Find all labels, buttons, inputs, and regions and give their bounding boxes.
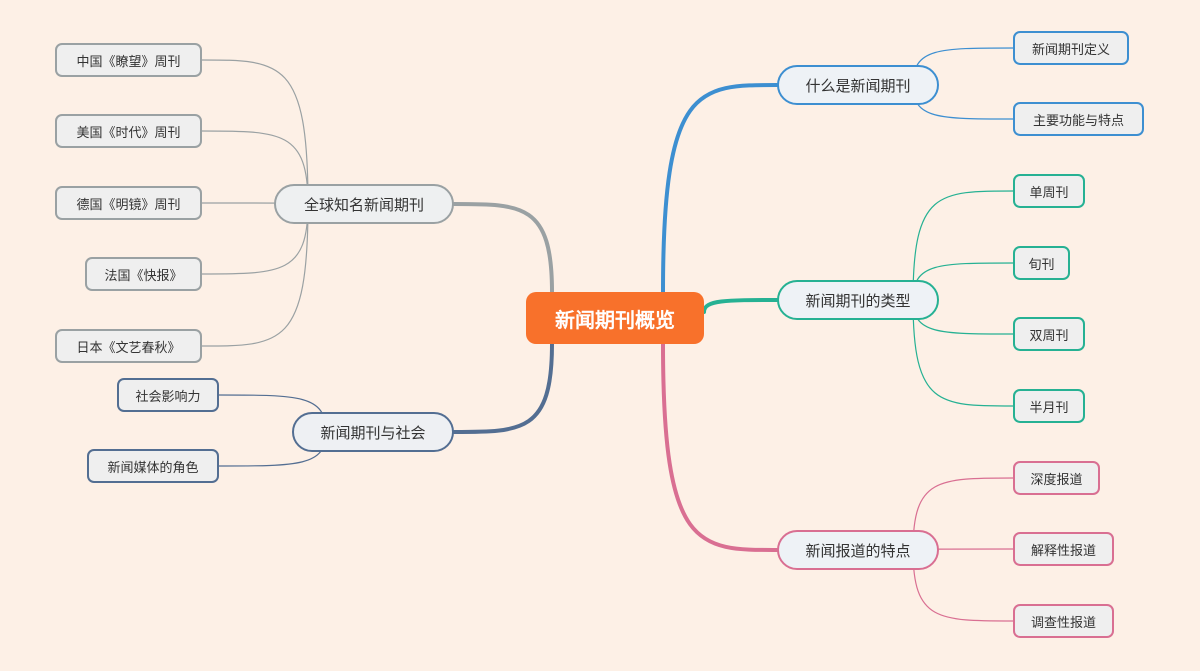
branch-report-features[interactable]: 新闻报道的特点: [777, 530, 939, 570]
leaf-media-role[interactable]: 新闻媒体的角色: [87, 449, 219, 483]
leaf-investigative[interactable]: 调查性报道: [1013, 604, 1114, 638]
connector-global-leaf-3: [201, 203, 309, 275]
leaf-explanatory[interactable]: 解释性报道: [1013, 532, 1114, 566]
leaf-weekly[interactable]: 单周刊: [1013, 174, 1085, 208]
leaf-germany-spiegel[interactable]: 德国《明镜》周刊: [55, 186, 202, 220]
connector-root-global: [452, 202, 554, 294]
leaf-usa-time[interactable]: 美国《时代》周刊: [55, 114, 202, 148]
branch-what-is-news-periodical[interactable]: 什么是新闻期刊: [777, 65, 939, 105]
branch-global-periodicals[interactable]: 全球知名新闻期刊: [274, 184, 454, 224]
branch-periodicals-society[interactable]: 新闻期刊与社会: [292, 412, 454, 452]
connector-features-leaf-2: [912, 549, 1014, 622]
connector-root-society: [452, 342, 554, 434]
leaf-japan-bungeishunju[interactable]: 日本《文艺春秋》: [55, 329, 202, 363]
leaf-definition[interactable]: 新闻期刊定义: [1013, 31, 1129, 65]
connector-root-types: [702, 298, 779, 314]
root-node[interactable]: 新闻期刊概览: [526, 292, 704, 344]
leaf-france-express[interactable]: 法国《快报》: [85, 257, 202, 291]
leaf-semimonthly[interactable]: 半月刊: [1013, 389, 1085, 423]
leaf-ten-day[interactable]: 旬刊: [1013, 246, 1070, 280]
leaf-functions[interactable]: 主要功能与特点: [1013, 102, 1144, 136]
connector-features-leaf-0: [912, 477, 1014, 551]
connector-root-what: [661, 83, 779, 294]
branch-types[interactable]: 新闻期刊的类型: [777, 280, 939, 320]
connector-root-features: [661, 342, 779, 552]
leaf-in-depth[interactable]: 深度报道: [1013, 461, 1100, 495]
leaf-social-influence[interactable]: 社会影响力: [117, 378, 219, 412]
leaf-biweekly[interactable]: 双周刊: [1013, 317, 1085, 351]
connector-global-leaf-1: [201, 130, 309, 205]
connector-global-leaf-0: [201, 59, 309, 205]
leaf-china-liaowang[interactable]: 中国《瞭望》周刊: [55, 43, 202, 77]
connector-types-leaf-0: [912, 190, 1014, 301]
connector-global-leaf-4: [201, 203, 309, 347]
connector-types-leaf-3: [912, 299, 1014, 407]
